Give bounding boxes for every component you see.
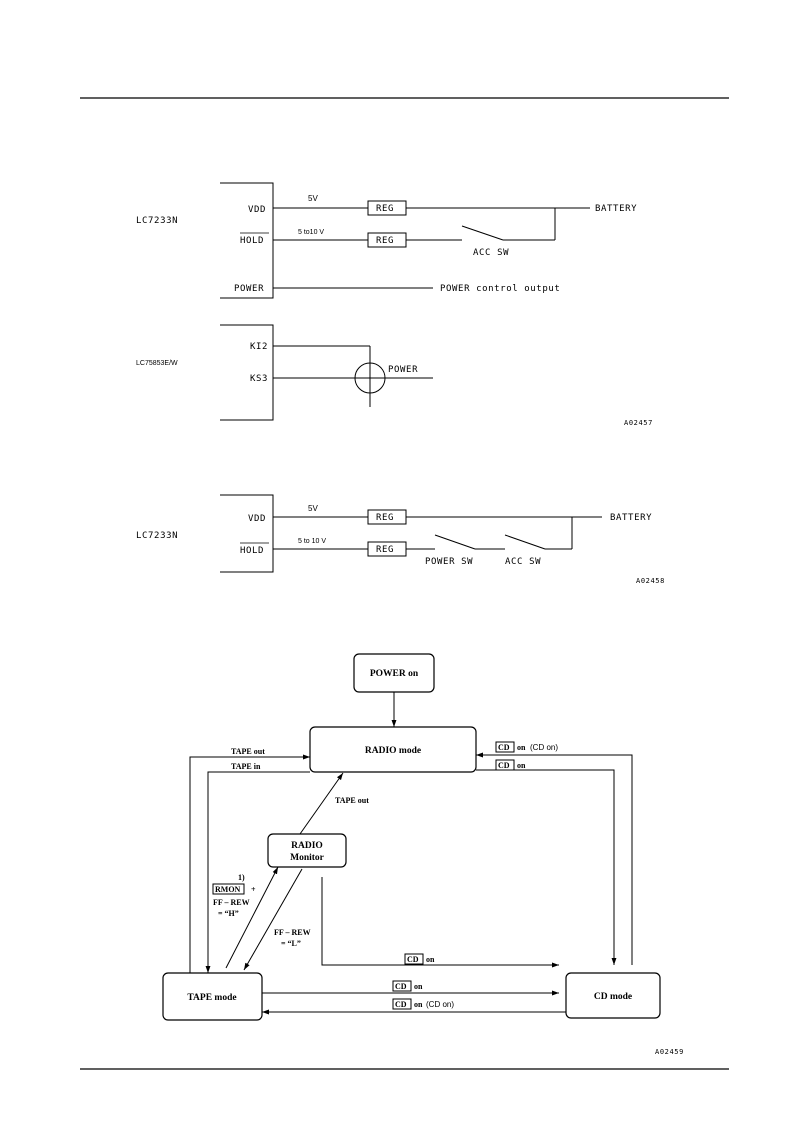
label-on: on [517, 761, 526, 770]
vdd-voltage: 5V [308, 194, 318, 203]
label-eq-h: = “H” [218, 909, 239, 918]
pin-vdd: VDD [248, 514, 266, 524]
acc-sw-label: ACC SW [473, 248, 509, 258]
circuit-1: LC7233N VDD HOLD POWER 5V 5 to10 V REG B… [136, 182, 637, 299]
arrow-cd-on-to-cd [476, 769, 617, 965]
figure-code: A02457 [624, 419, 653, 427]
arrow-tape-to-monitor [225, 866, 279, 969]
reg-label: REG [376, 236, 394, 246]
state-diagram: POWER on RADIO mode RADIO Monitor TAPE m… [162, 653, 684, 1056]
label-ff-rew-h: FF – REW [213, 898, 250, 907]
pin-hold: HOLD [240, 236, 264, 246]
acc-sw-label: ACC SW [505, 557, 541, 567]
pin-ki2: KI2 [250, 342, 268, 352]
power-switch-symbol [354, 362, 386, 394]
chip-outline [220, 324, 274, 421]
node-radio-monitor-label-2: Monitor [290, 853, 325, 863]
acc-switch [504, 534, 546, 550]
node-radio-mode-label: RADIO mode [365, 746, 421, 756]
arrow-tape-in-to-tape [205, 771, 310, 973]
arrow-tape-out-to-radio [189, 754, 310, 973]
cd-key: CD [407, 955, 419, 964]
power-output-label: POWER control output [440, 284, 560, 294]
label-plus: + [251, 885, 256, 894]
pin-power: POWER [234, 284, 264, 294]
reg-label: REG [376, 513, 394, 523]
node-radio-monitor-label-1: RADIO [291, 841, 323, 851]
label-tape-out-mid: TAPE out [335, 796, 369, 805]
label-on: on [414, 1000, 423, 1009]
reg-label: REG [376, 545, 394, 555]
arrow-cd-on-to-radio [476, 752, 633, 965]
cd-key-box [495, 741, 515, 753]
arrow-monitor-to-tape [243, 868, 303, 971]
note-1: 1) [238, 873, 245, 882]
cd-key: CD [395, 982, 407, 991]
power-switch-label: POWER [388, 365, 418, 375]
cd-key: CD [395, 1000, 407, 1009]
figure-code: A02458 [636, 577, 665, 585]
figure-code: A02459 [655, 1048, 684, 1056]
pin-ks3: KS3 [250, 374, 268, 384]
label-tape-out: TAPE out [231, 747, 265, 756]
node-tape-mode [162, 972, 263, 1021]
rmon-key: RMON [215, 885, 241, 894]
cd-key: CD [498, 743, 510, 752]
power-sw-label: POWER SW [425, 557, 473, 567]
pin-vdd: VDD [248, 205, 266, 215]
node-cd-mode-label: CD mode [594, 992, 632, 1002]
cd-key: CD [498, 761, 510, 770]
cd-key-box [392, 980, 412, 992]
node-power-on-label: POWER on [370, 669, 419, 679]
battery-label: BATTERY [595, 204, 637, 214]
chip-label: LC7233N [136, 216, 178, 226]
reg-label: REG [376, 204, 394, 214]
arrow-monitor-to-radio [299, 772, 344, 835]
chip-label: LC7233N [136, 531, 178, 541]
vdd-voltage: 5V [308, 504, 318, 513]
node-tape-mode-label: TAPE mode [187, 993, 236, 1003]
node-radio-monitor [267, 833, 347, 868]
hold-voltage: 5 to10 V [298, 229, 324, 236]
label-on: on [414, 982, 423, 991]
label-eq-l: = “L” [281, 939, 301, 948]
circuit-3: LC7233N VDD HOLD 5V 5 to 10 V REG BATTER… [136, 494, 665, 585]
acc-switch [461, 225, 504, 241]
cd-key-box [495, 759, 515, 771]
node-cd-mode [565, 972, 661, 1019]
label-cd-on-paren: (CD on) [530, 743, 558, 752]
chip-label: LC75853E/W [136, 360, 178, 367]
circuit-2: LC75853E/W KI2 KS3 POWER A02457 [136, 324, 653, 427]
label-tape-in: TAPE in [231, 762, 261, 771]
label-ff-rew-l: FF – REW [274, 928, 311, 937]
cd-key-box [404, 953, 424, 965]
label-on: on [426, 955, 435, 964]
cd-key-box [392, 998, 412, 1010]
hold-voltage: 5 to 10 V [298, 538, 326, 545]
label-on: on [517, 743, 526, 752]
power-switch [434, 534, 476, 550]
battery-label: BATTERY [610, 513, 652, 523]
node-radio-mode [309, 726, 477, 773]
chip-outline [220, 494, 274, 573]
arrow-monitor-to-cd [321, 877, 559, 968]
pin-hold: HOLD [240, 546, 264, 556]
rmon-key-box [212, 883, 245, 895]
label-cd-on-paren: (CD on) [426, 1000, 454, 1009]
